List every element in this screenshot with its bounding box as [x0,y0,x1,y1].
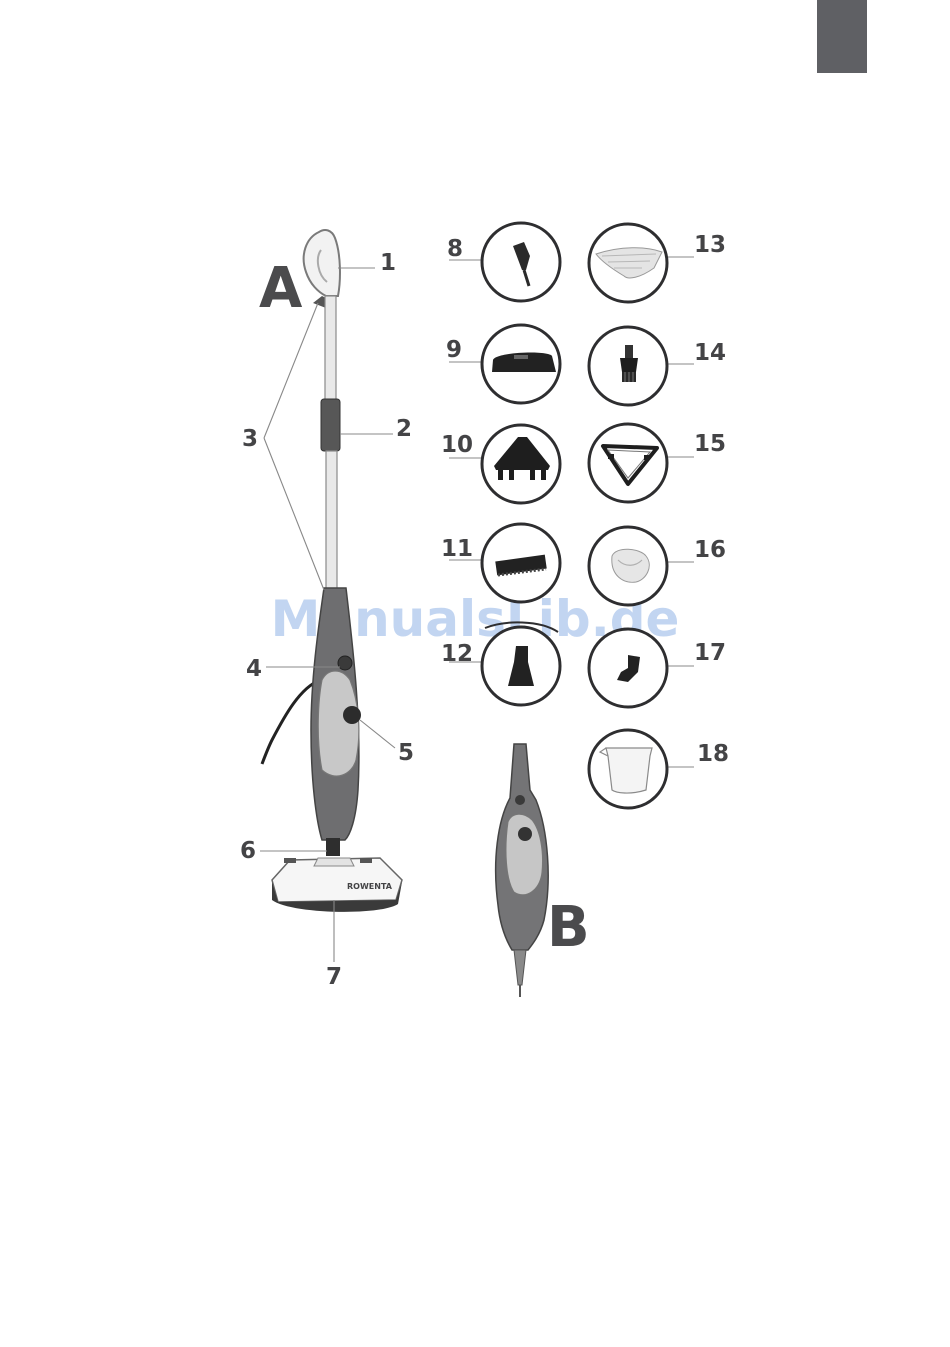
accessory-label-11: 11 [441,536,473,562]
handheld-steam-cleaner [496,744,549,997]
accessory-label-18: 18 [697,741,729,767]
window-squeegee-icon [492,353,556,372]
section-tab [817,0,867,73]
part-label-3: 3 [242,426,258,452]
accessory-18: 18 [589,730,729,808]
accessory-label-16: 16 [694,537,726,563]
handheld-unit-label: B [547,895,590,960]
part-label-7: 7 [326,964,342,990]
accessory-label-8: 8 [447,236,463,262]
accessory-17: 17 [589,629,726,707]
accessory-label-10: 10 [441,432,473,458]
part-label-4: 4 [246,656,262,682]
accessory-label-13: 13 [694,232,726,258]
accessory-8: 8 [447,223,560,301]
main-unit-label: A [259,256,303,321]
part-label-6: 6 [240,838,256,864]
accessory-13: 13 [589,224,726,302]
accessory-label-9: 9 [446,337,462,363]
part-label-1: 1 [380,250,396,276]
accessory-label-17: 17 [694,640,726,666]
accessory-10: 10 [441,425,560,503]
base-brand-text: ROWENTA [347,882,393,891]
accessory-14: 14 [589,327,726,405]
accessory-label-14: 14 [694,340,726,366]
accessory-16: 16 [589,527,726,605]
accessory-15: 15 [589,424,726,502]
part-label-5: 5 [398,740,414,766]
main-steam-mop: ROWENTA [262,230,402,912]
accessory-9: 9 [446,325,560,403]
accessory-label-12: 12 [441,641,473,667]
accessory-label-15: 15 [694,431,726,457]
part-label-2: 2 [396,416,412,442]
